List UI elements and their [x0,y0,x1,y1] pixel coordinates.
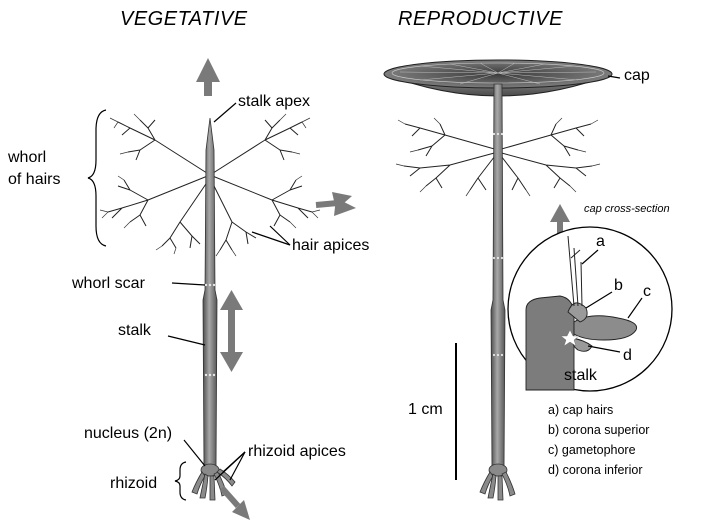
legend-item-d: d) corona inferior [548,463,643,477]
inset-letter-d: d [623,347,632,364]
growth-arrow-up-icon [196,58,220,96]
nucleus-leader [184,440,205,466]
whorl-scar-leader [172,283,205,285]
label-cap: cap [624,67,650,84]
inset-letter-a: a [596,233,605,250]
legend-item-c: c) gametophore [548,443,636,457]
label-scale-bar: 1 cm [408,401,443,418]
hair-apices-leader-1 [252,232,290,245]
label-nucleus: nucleus (2n) [84,425,172,442]
stalk-apex-leader [214,103,236,122]
legend-item-b: b) corona superior [548,423,649,437]
label-rhizoid: rhizoid [110,475,157,492]
label-of-hairs: of hairs [8,171,60,188]
label-stalk-apex: stalk apex [238,93,310,110]
inset-letter-c: c [643,283,651,300]
label-hair-apices: hair apices [292,237,369,254]
legend-item-a: a) cap hairs [548,403,613,417]
label-whorl: whorl [7,149,46,166]
label-stalk: stalk [118,322,152,339]
label-whorl-scar: whorl scar [71,275,146,292]
vegetative-stalk [203,118,217,470]
reproductive-rhizoid [480,464,515,500]
rhizoid-apices-leader-2 [215,452,245,480]
legend: a) cap hairs b) corona superior c) gamet… [548,403,649,477]
label-rhizoid-apices: rhizoid apices [248,443,346,460]
inset-letter-b: b [614,277,623,294]
heading-vegetative: VEGETATIVE [120,8,248,30]
rhizoid-bracket [175,462,186,500]
whorl-bracket [88,110,106,246]
heading-reproductive: REPRODUCTIVE [398,8,563,30]
stalk-leader [168,336,205,345]
label-cap-cross-section: cap cross-section [584,203,670,215]
inset-label-stalk: stalk [564,367,598,384]
hair-growth-arrows-icon [316,192,356,216]
stalk-elongation-arrow-icon [220,290,243,372]
rhizoid-growth-arrow-icon [222,488,250,520]
reproductive-stalk [491,84,505,470]
rhizoid-apices-leader-3 [230,452,245,480]
